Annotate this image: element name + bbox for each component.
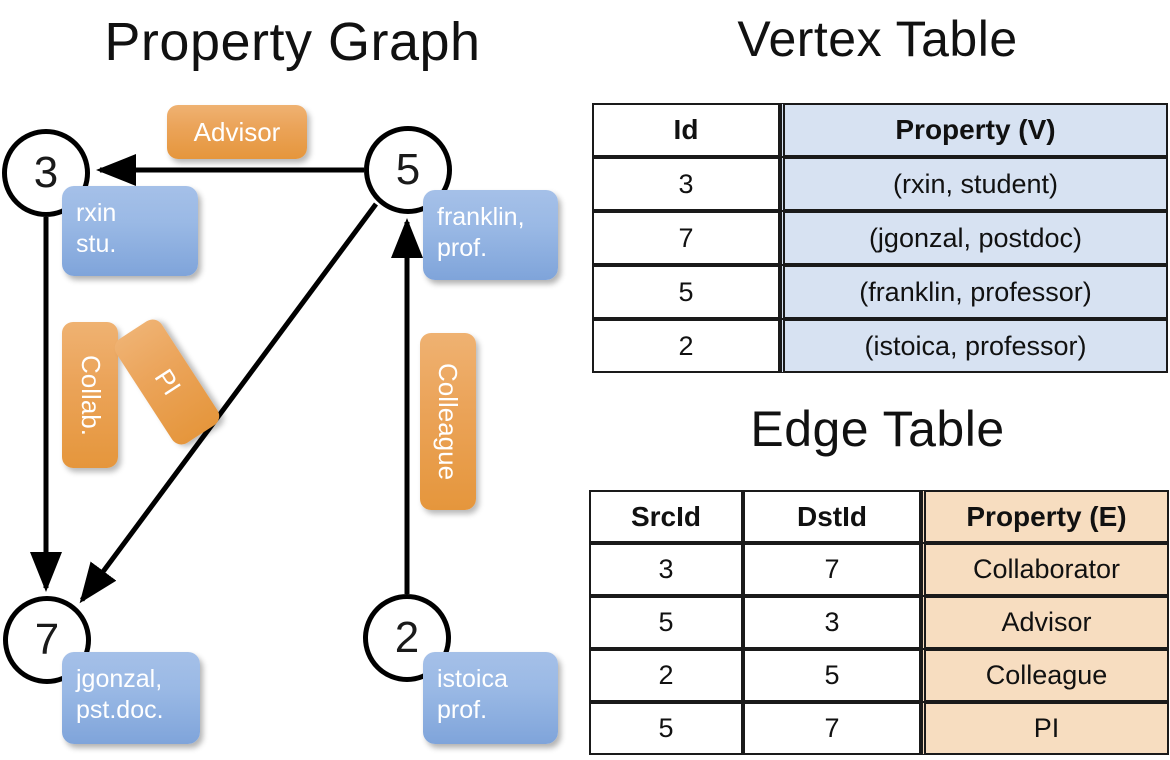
edge-cell-property: PI xyxy=(921,702,1169,755)
graph-node-5[interactable]: 5 xyxy=(364,126,452,214)
edge-cell-dstid: 3 xyxy=(743,596,921,649)
vertex-table-header-row: Id Property (V) xyxy=(592,103,1168,157)
vertex-cell-property: (istoica, professor) xyxy=(780,319,1168,373)
edge-cell-property: Colleague xyxy=(921,649,1169,702)
table-row: 3 7 Collaborator xyxy=(589,543,1169,596)
graph-node-5-label: 5 xyxy=(395,145,421,194)
vertex-cell-property: (jgonzal, postdoc) xyxy=(780,211,1168,265)
edge-cell-srcid: 5 xyxy=(589,596,743,649)
edge-cell-srcid: 2 xyxy=(589,649,743,702)
edge-table-header-dstid: DstId xyxy=(743,490,921,543)
edge-line-5-to-7 xyxy=(79,202,379,604)
table-row: 7 (jgonzal, postdoc) xyxy=(592,211,1168,265)
edge-cell-srcid: 3 xyxy=(589,543,743,596)
table-row: 2 5 Colleague xyxy=(589,649,1169,702)
edge-label-colleague-text: Colleague xyxy=(433,362,464,481)
vertex-table-header-id: Id xyxy=(592,103,780,157)
edge-table-header-row: SrcId DstId Property (E) xyxy=(589,490,1169,543)
graph-node-7-label: 7 xyxy=(34,615,60,664)
vertex-property-box-3: rxin stu. xyxy=(62,186,198,276)
vertex-cell-id: 7 xyxy=(592,211,780,265)
vertex-property-box-2: istoica prof. xyxy=(423,652,558,744)
edge-cell-dstid: 7 xyxy=(743,702,921,755)
edge-label-advisor: Advisor xyxy=(167,105,307,159)
edge-label-colleague: Colleague xyxy=(420,333,476,510)
graph-node-3-label: 3 xyxy=(33,148,59,197)
table-row: 5 (franklin, professor) xyxy=(592,265,1168,319)
vertex-cell-property: (franklin, professor) xyxy=(780,265,1168,319)
edge-label-pi-text: PI xyxy=(148,363,187,401)
table-row: 2 (istoica, professor) xyxy=(592,319,1168,373)
edge-label-collab-text: Collab. xyxy=(75,354,106,436)
edge-cell-srcid: 5 xyxy=(589,702,743,755)
edge-cell-property: Collaborator xyxy=(921,543,1169,596)
edge-table-header-property: Property (E) xyxy=(921,490,1169,543)
vertex-cell-id: 2 xyxy=(592,319,780,373)
vertex-property-box-5: franklin, prof. xyxy=(423,190,558,280)
table-row: 3 (rxin, student) xyxy=(592,157,1168,211)
page-title-vertex-table: Vertex Table xyxy=(737,11,1018,67)
edge-table-header-srcid: SrcId xyxy=(589,490,743,543)
table-row: 5 7 PI xyxy=(589,702,1169,755)
vertex-table: Id Property (V) 3 (rxin, student) 7 (jgo… xyxy=(592,103,1168,373)
edge-label-collab: Collab. xyxy=(62,322,118,468)
vertex-cell-id: 3 xyxy=(592,157,780,211)
graph-edge-lines xyxy=(30,154,423,604)
edge-cell-property: Advisor xyxy=(921,596,1169,649)
vertex-property-box-7: jgonzal, pst.doc. xyxy=(62,652,200,744)
page-title-edge-table: Edge Table xyxy=(750,401,1005,457)
page-title-property-graph: Property Graph xyxy=(104,12,481,72)
vertex-cell-property: (rxin, student) xyxy=(780,157,1168,211)
edge-table: SrcId DstId Property (E) 3 7 Collaborato… xyxy=(589,490,1169,755)
table-row: 5 3 Advisor xyxy=(589,596,1169,649)
edge-cell-dstid: 7 xyxy=(743,543,921,596)
edge-label-advisor-text: Advisor xyxy=(193,116,281,147)
edge-cell-dstid: 5 xyxy=(743,649,921,702)
graph-node-2-label: 2 xyxy=(394,613,420,662)
graph-node-2[interactable]: 2 xyxy=(363,594,451,682)
vertex-table-header-property: Property (V) xyxy=(780,103,1168,157)
property-graph-diagram: 3 5 7 2 rxin stu. franklin, prof. jgonza… xyxy=(2,105,558,744)
vertex-cell-id: 5 xyxy=(592,265,780,319)
